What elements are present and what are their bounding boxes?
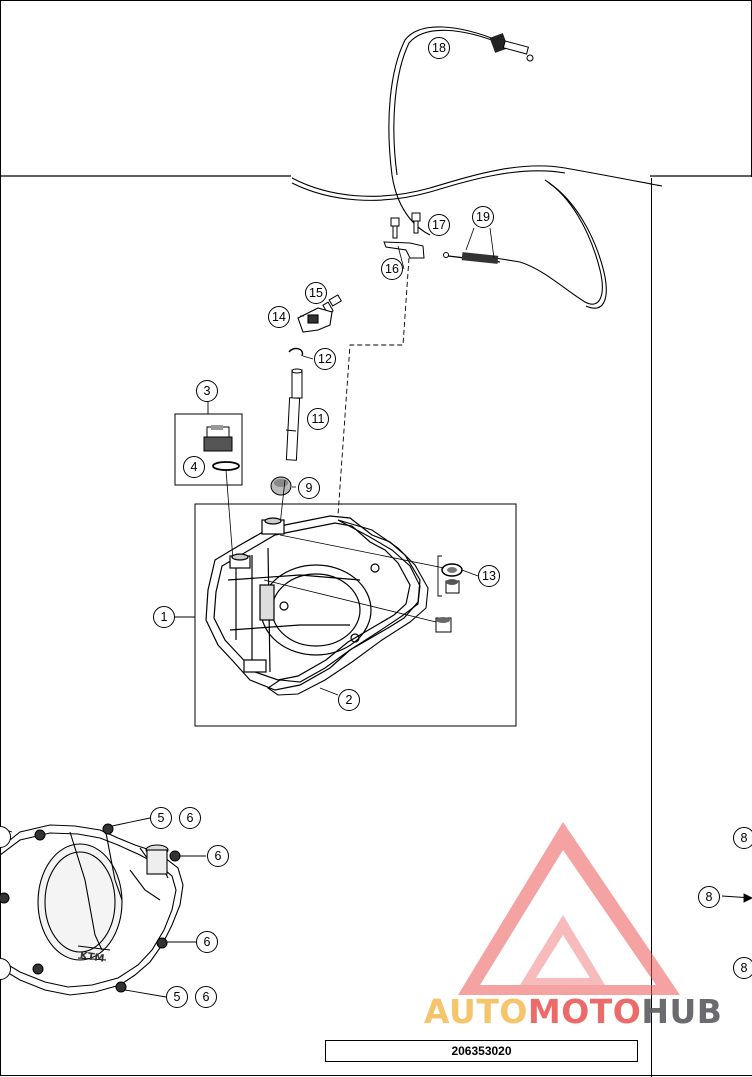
callout-6-bottom: 6 xyxy=(195,986,217,1008)
engine-cover-left xyxy=(0,824,184,996)
callout-13: 13 xyxy=(478,565,500,587)
callout-6-lower-right: 6 xyxy=(196,931,218,953)
watermark-moto: MOTO xyxy=(527,992,642,1031)
watermark-auto: AUTO xyxy=(424,992,528,1031)
circlip-12 xyxy=(288,347,304,357)
callout-2: 2 xyxy=(338,689,360,711)
document-number: 206353020 xyxy=(325,1040,638,1062)
seal-bushings-13 xyxy=(435,563,463,633)
callout-14: 14 xyxy=(268,306,290,328)
callout-8-middle: 8 xyxy=(698,886,720,908)
callout-6-top: 6 xyxy=(179,807,201,829)
callout-16: 16 xyxy=(381,258,403,280)
callout-5-top: 5 xyxy=(150,807,172,829)
right-divider xyxy=(651,178,652,1077)
watermark-hub: HUB xyxy=(641,992,723,1031)
lever-14 xyxy=(297,307,333,333)
callout-11: 11 xyxy=(307,408,329,430)
callout-6-upper-right: 6 xyxy=(207,845,229,867)
callout-4: 4 xyxy=(183,456,205,478)
shaft-11 xyxy=(285,368,303,461)
cable-19-end xyxy=(443,252,501,264)
oil-plug-3 xyxy=(203,425,233,452)
callout-19: 19 xyxy=(472,206,494,228)
left-frame xyxy=(0,176,1,1076)
bottom-frame xyxy=(0,1075,752,1076)
callout-5-bottom: 5 xyxy=(166,986,188,1008)
callout-9: 9 xyxy=(298,477,320,499)
callout-3: 3 xyxy=(196,380,218,402)
callout-8-bottom: 8 xyxy=(733,957,752,979)
right-section-leaders xyxy=(721,893,752,903)
bracket-16 xyxy=(383,241,425,259)
callout-17: 17 xyxy=(428,214,450,236)
callout-12: 12 xyxy=(314,348,336,370)
gear-9 xyxy=(270,476,292,496)
o-ring-4 xyxy=(212,461,240,471)
cover-bolts-left xyxy=(0,823,181,993)
plug-box xyxy=(174,413,243,486)
cable-18 xyxy=(291,26,663,309)
ktm-logo: KTM xyxy=(79,950,105,964)
clutch-cover-1 xyxy=(205,515,421,691)
callout-8-top: 8 xyxy=(733,827,752,849)
cover-box xyxy=(194,503,517,727)
gasket-2 xyxy=(267,519,429,696)
bolts-17 xyxy=(390,212,421,239)
cable-18-end-fitting xyxy=(489,33,534,62)
callout-15: 15 xyxy=(305,282,327,304)
watermark-text: AUTOMOTOHUB xyxy=(424,992,722,1031)
callout-18: 18 xyxy=(428,37,450,59)
watermark-logo xyxy=(458,822,680,995)
callout-1: 1 xyxy=(153,606,175,628)
